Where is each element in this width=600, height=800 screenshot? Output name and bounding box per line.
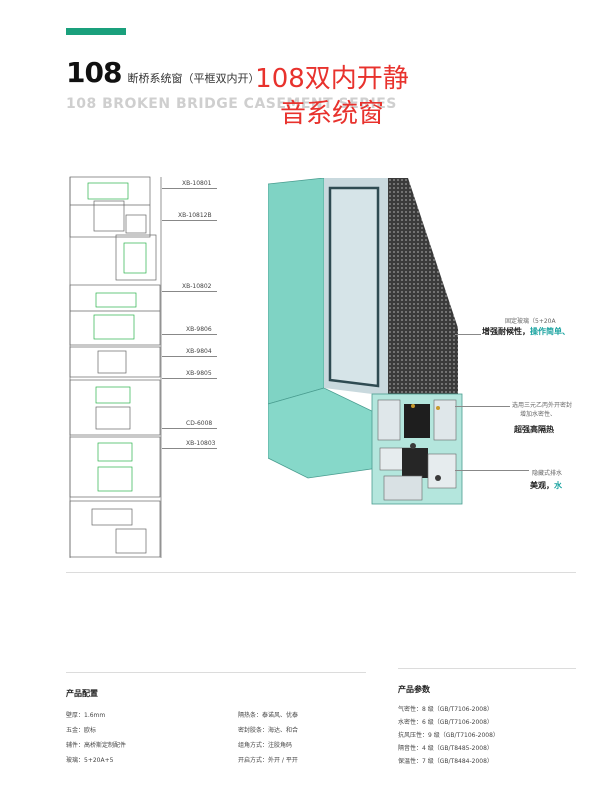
subtitle-en: 108 BROKEN BRIDGE CASEMENT SERIES [66, 96, 397, 112]
leader-line [162, 220, 217, 221]
callout-small: 选用三元乙丙外开密封 [512, 402, 573, 409]
leader-line [162, 356, 217, 357]
config-item: 组角方式：注胶角码 [238, 742, 293, 749]
leader-line [162, 334, 217, 335]
param-item: 水密性：6 级（GB/T7106-2008） [398, 719, 493, 726]
callout-glass: 固定玻璃（5+20A [505, 316, 556, 325]
params-title: 产品参数 [398, 685, 430, 694]
callout-leader [455, 470, 529, 471]
profile-label: XB-10801 [182, 180, 212, 187]
config-item: 开启方式：外开 / 平开 [238, 757, 298, 764]
callout-small: 增加水密性、 [520, 411, 557, 418]
callout-leader [455, 334, 481, 335]
leader-line [162, 291, 217, 292]
profile-section-drawing [69, 176, 162, 558]
leader-line [162, 188, 217, 189]
profile-label: CD-6008 [186, 420, 213, 427]
divider [398, 668, 576, 669]
callout-small: 隐藏式排水 [532, 470, 563, 477]
overlay-line-2: 音系统窗 [279, 99, 384, 129]
param-item: 气密性：8 级（GB/T7106-2008） [398, 706, 493, 713]
callout-big: 美观， [530, 481, 554, 490]
callout-aesthetic: 美观，水 [530, 480, 562, 491]
leader-line [162, 448, 217, 449]
callout-small: 固定玻璃（5+20A [505, 318, 556, 325]
callout-leader [455, 406, 510, 407]
profile-label: XB-10802 [182, 283, 212, 290]
profile-label: XB-9805 [186, 370, 212, 377]
config-item: 五金：欧标 [66, 727, 97, 734]
config-item: 辅件：高桥斯定制配件 [66, 742, 127, 749]
profile-drawing [66, 175, 256, 560]
divider [66, 572, 576, 573]
config-item: 密封胶条：海达、和合 [238, 727, 299, 734]
accent-bar [66, 28, 126, 35]
title-number: 108 [66, 56, 122, 89]
config-item: 隔热条：泰诺风、优泰 [238, 712, 299, 719]
divider [66, 672, 366, 673]
leader-line [162, 428, 217, 429]
window-corner-render [267, 177, 468, 518]
config-item: 壁厚：1.6mm [66, 712, 106, 719]
profile-label: XB-9804 [186, 348, 212, 355]
overlay-line-1: 108双内开静 [255, 64, 409, 94]
profile-label: XB-9806 [186, 326, 212, 333]
callout-drain: 隐藏式排水 [532, 468, 562, 477]
config-title: 产品配置 [66, 689, 98, 698]
param-item: 保温性：7 级（GB/T8484-2008） [398, 758, 493, 765]
callout-highlight: 操作简单、 [530, 327, 570, 336]
title-row: 108 断桥系统窗（平框双内开） [66, 56, 259, 89]
callout-insulation: 超强高隔热 [514, 424, 554, 435]
window-corner-illustration [267, 177, 463, 505]
callout-highlight: 水 [554, 481, 562, 490]
param-item: 抗风压性：9 级（GB/T7106-2008） [398, 732, 499, 739]
config-item: 玻璃：5+20A+5 [66, 757, 114, 764]
callout-big: 超强高隔热 [514, 425, 554, 434]
overlay-caption: 108双内开静 音系统窗 [232, 62, 432, 132]
profile-label: XB-10803 [186, 440, 216, 447]
callout-seal: 选用三元乙丙外开密封 增加水密性、 [512, 400, 572, 418]
title-cn: 断桥系统窗（平框双内开） [127, 72, 260, 85]
profile-label: XB-10812B [178, 212, 212, 219]
callout-big: 增强耐候性， [482, 327, 530, 336]
param-item: 隔音性：4 级（GB/T8485-2008） [398, 745, 493, 752]
leader-line [162, 378, 217, 379]
callout-weather: 增强耐候性，操作简单、 [482, 326, 570, 337]
